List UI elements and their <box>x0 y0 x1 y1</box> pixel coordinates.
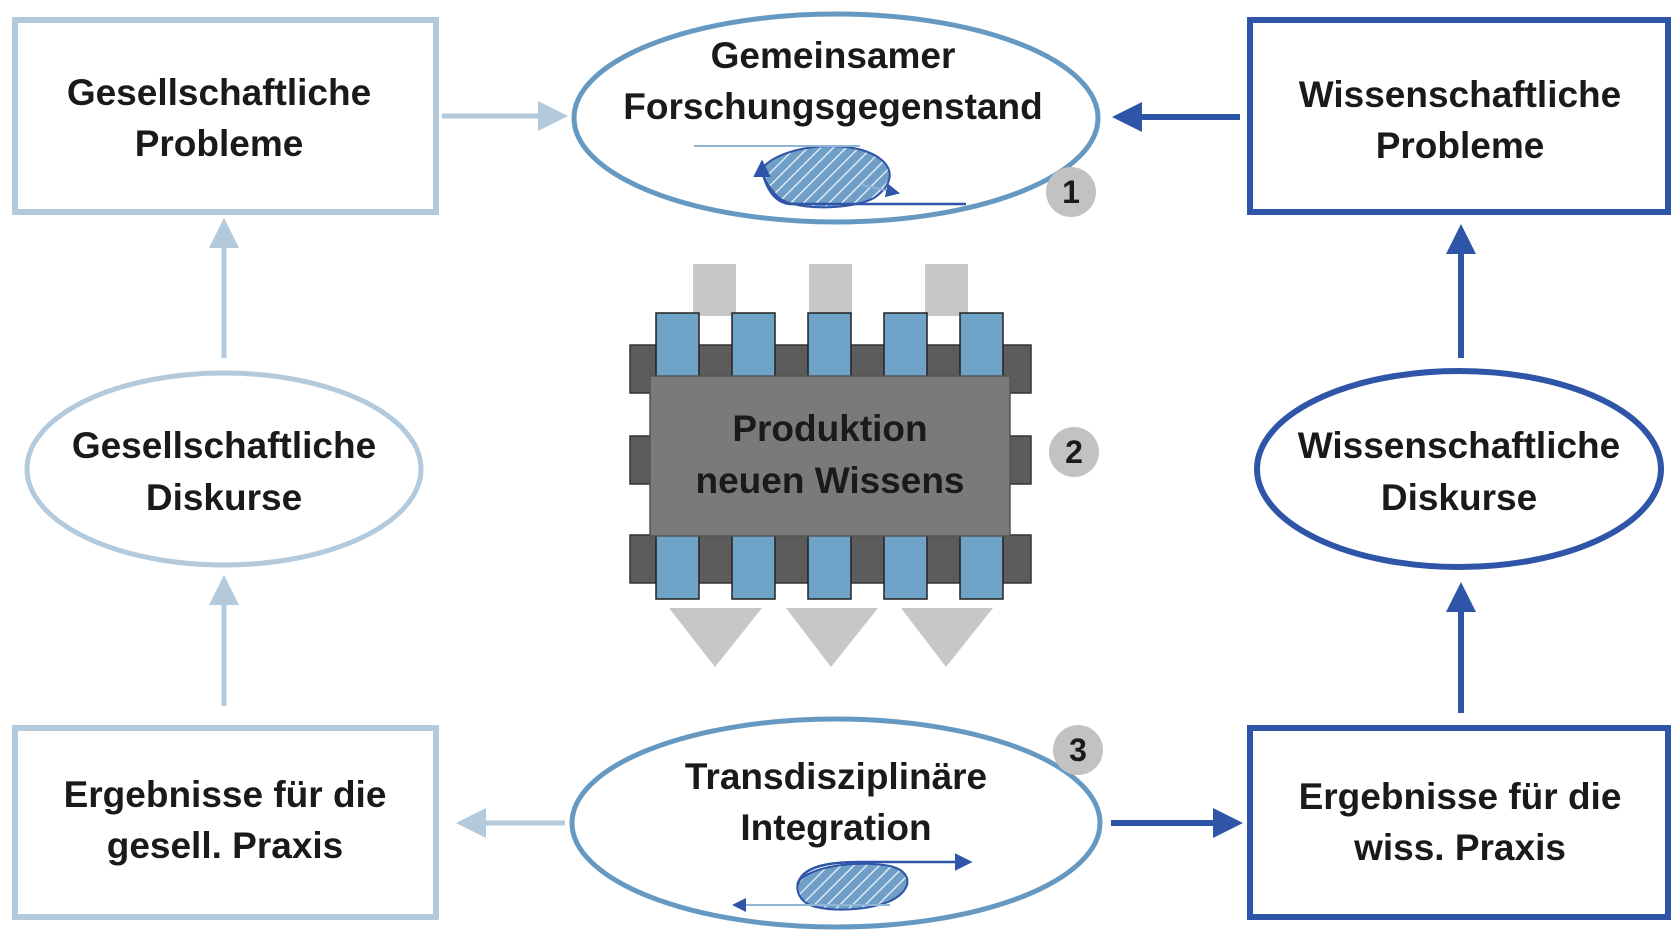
scientific-results-line-2: wiss. Praxis <box>1353 827 1566 868</box>
knowledge-production-line-2: neuen Wissens <box>695 460 964 501</box>
scientific-problems-line-2: Probleme <box>1376 125 1545 166</box>
output-arrow <box>901 608 993 667</box>
research-object-line-1: Gemeinsamer <box>711 35 956 76</box>
integration-line-2: Integration <box>740 807 931 848</box>
scientific-problems-line-1: Wissenschaftliche <box>1299 74 1622 115</box>
output-arrow <box>786 608 878 667</box>
loop-icon-bottom <box>732 853 973 912</box>
societal-discourses-ellipse: Gesellschaftliche Diskurse <box>24 370 424 568</box>
scientific-discourses-line-2: Diskurse <box>1381 477 1537 518</box>
scientific-discourses-ellipse: Wissenschaftliche Diskurse <box>1254 368 1664 570</box>
input-stub <box>809 264 852 316</box>
societal-discourses-line-2: Diskurse <box>146 477 302 518</box>
societal-problems-box: Gesellschaftliche Probleme <box>12 17 439 215</box>
loop-icon-top <box>694 145 966 209</box>
output-arrow <box>669 608 762 667</box>
societal-discourses-line-1: Gesellschaftliche <box>72 425 376 466</box>
scientific-results-box: Ergebnisse für die wiss. Praxis <box>1247 725 1671 920</box>
badge-3-label: 3 <box>1069 732 1087 768</box>
badge-2-label: 2 <box>1065 434 1083 470</box>
badge-3: 3 <box>1053 725 1103 775</box>
scientific-results-line-1: Ergebnisse für die <box>1299 776 1622 817</box>
scientific-problems-box: Wissenschaftliche Probleme <box>1247 17 1671 215</box>
societal-results-box: Ergebnisse für die gesell. Praxis <box>12 725 439 920</box>
knowledge-production-line-1: Produktion <box>732 408 927 449</box>
research-object-line-2: Forschungsgegenstand <box>623 86 1042 127</box>
research-object-ellipse: Gemeinsamer Forschungsgegenstand <box>571 11 1101 225</box>
badge-1-label: 1 <box>1062 174 1080 210</box>
badge-2: 2 <box>1049 427 1099 477</box>
badge-1: 1 <box>1046 167 1096 217</box>
knowledge-production-chip: Produktion neuen Wissens <box>629 264 1032 667</box>
scientific-discourses-line-1: Wissenschaftliche <box>1298 425 1621 466</box>
input-stub <box>925 264 968 316</box>
integration-line-1: Transdisziplinäre <box>685 756 987 797</box>
societal-problems-line-2: Probleme <box>135 123 304 164</box>
input-stub <box>693 264 736 316</box>
societal-results-line-2: gesell. Praxis <box>107 825 344 866</box>
societal-results-line-1: Ergebnisse für die <box>64 774 387 815</box>
societal-problems-line-1: Gesellschaftliche <box>67 72 371 113</box>
integration-ellipse: Transdisziplinäre Integration <box>569 716 1103 930</box>
